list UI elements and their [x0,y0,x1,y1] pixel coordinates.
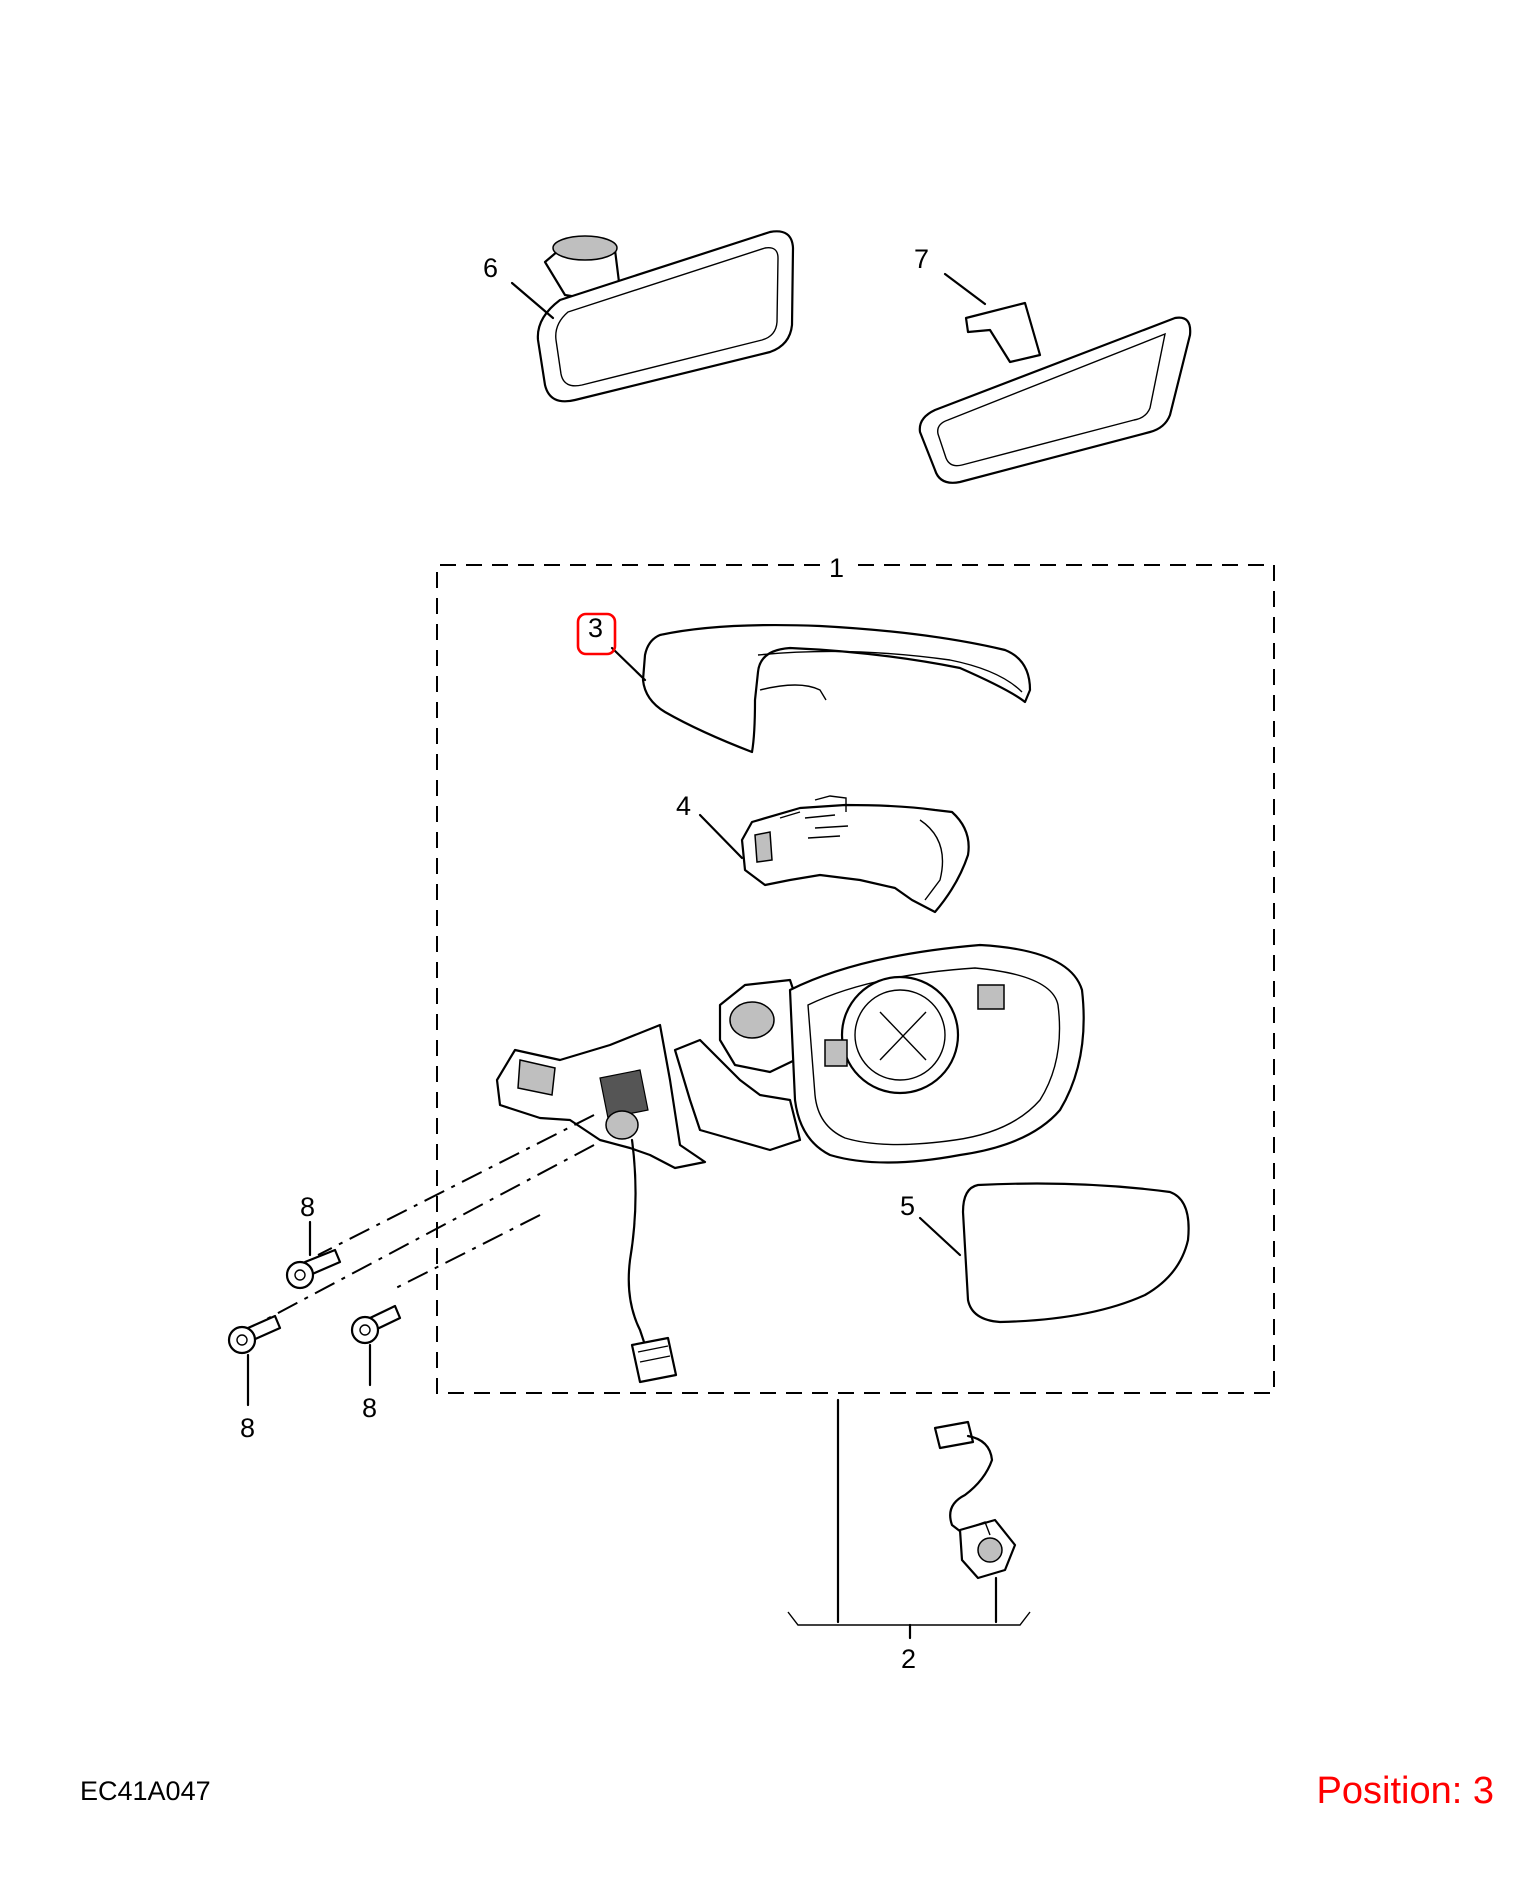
exterior-mirror-housing[interactable] [495,943,1085,1170]
diagram-code: EC41A047 [80,1776,211,1806]
screw-8a[interactable] [285,1248,342,1290]
leader-3 [610,646,647,682]
screw-8b[interactable] [227,1314,282,1355]
leader-7 [943,272,987,306]
callout-8c: 8 [362,1393,377,1423]
callout-8b: 8 [240,1413,255,1443]
callout-5: 5 [900,1191,915,1221]
bracket-2 [787,1611,1031,1640]
part-3-mirror-cover[interactable] [641,623,1032,754]
part-2-camera-harness[interactable] [933,1420,1017,1580]
callout-6: 6 [483,253,498,283]
callout-4: 4 [676,791,691,821]
callout-8a: 8 [300,1192,315,1222]
assembly-1-boundary [436,564,1275,1394]
screw-axis-lines [264,1114,595,1321]
position-label: Position: 3 [1316,1770,1494,1812]
leader-5 [918,1216,962,1257]
part-6-interior-mirror[interactable] [536,230,795,403]
leader-6 [510,281,555,320]
callout-2: 2 [901,1644,916,1674]
part-5-mirror-glass[interactable] [961,1182,1190,1324]
part-4-turn-indicator[interactable] [740,795,970,914]
callout-7: 7 [914,244,929,274]
callout-3-highlight: 3 [576,612,617,656]
part-7-interior-mirror-rear[interactable] [918,301,1192,484]
screw-8c[interactable] [350,1304,402,1345]
leader-4 [698,813,744,860]
callout-1: 1 [829,553,844,583]
harness-cable [627,1138,678,1384]
callout-3: 3 [588,613,603,643]
